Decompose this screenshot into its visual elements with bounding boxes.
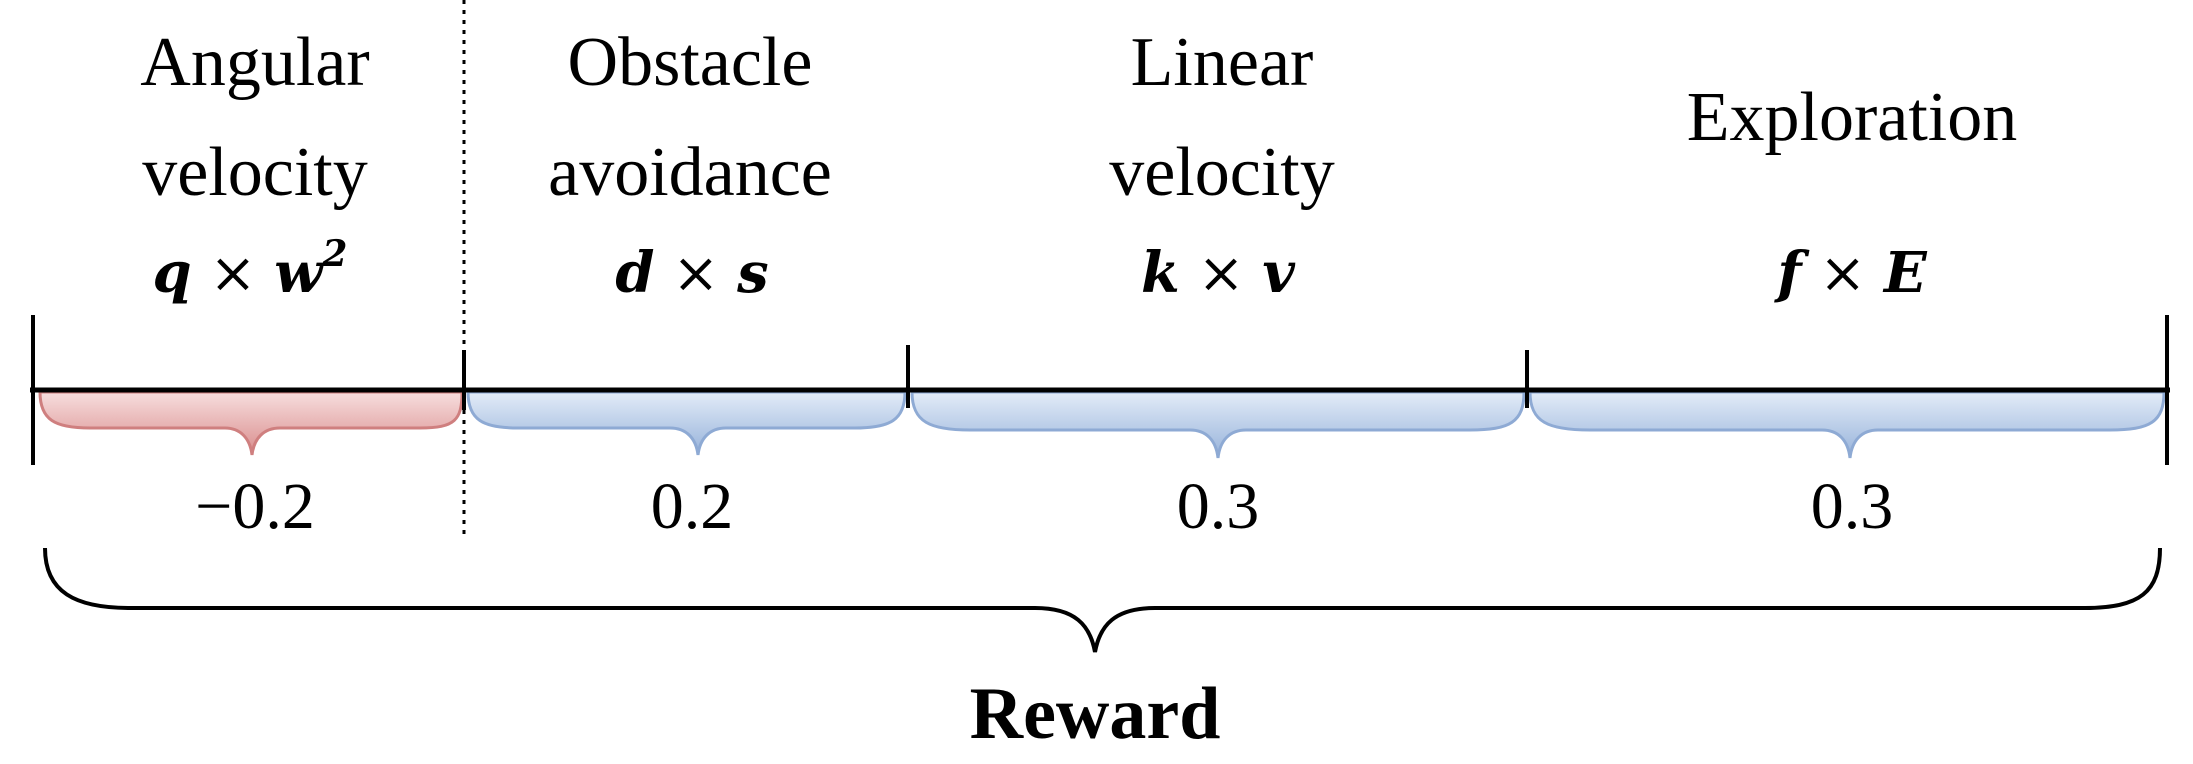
angular-velocity-value: −0.2 (195, 470, 315, 543)
obstacle-avoidance-brace (466, 390, 907, 456)
reward-total-brace (43, 547, 2162, 653)
exploration-value: 0.3 (1811, 470, 1894, 543)
segment-angular-velocity-title: Angular velocity (140, 24, 369, 211)
segment-exploration-title: Exploration (1687, 79, 2017, 156)
angular-velocity-brace (38, 390, 464, 456)
obstacle-avoidance-formula: d × s (615, 240, 768, 306)
angular-velocity-title-line2: velocity (142, 134, 367, 211)
segment-obstacle-avoidance-title: Obstacle avoidance (548, 24, 832, 211)
exploration-title-line1: Exploration (1687, 79, 2017, 156)
reward-label: Reward (970, 673, 1221, 755)
linear-velocity-title-line2: velocity (1109, 134, 1334, 211)
linear-velocity-formula: k × v (1141, 240, 1296, 306)
obstacle-avoidance-title-line1: Obstacle (568, 24, 813, 101)
linear-velocity-brace (910, 390, 1526, 459)
angular-velocity-formula: q × w2 (153, 233, 348, 306)
obstacle-avoidance-title-line2: avoidance (548, 134, 832, 211)
linear-velocity-title-line1: Linear (1131, 24, 1314, 101)
linear-velocity-value: 0.3 (1177, 470, 1260, 543)
exploration-formula: f × E (1773, 240, 1928, 306)
segment-linear-velocity-title: Linear velocity (1109, 24, 1334, 211)
exploration-brace (1528, 390, 2166, 459)
angular-velocity-title-line1: Angular (140, 24, 369, 101)
obstacle-avoidance-value: 0.2 (651, 470, 734, 543)
